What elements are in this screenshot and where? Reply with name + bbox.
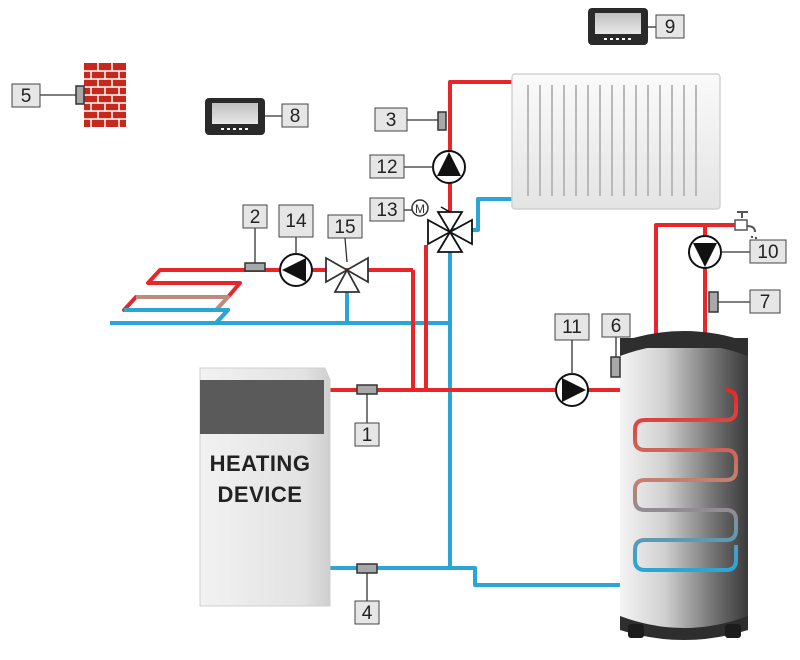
sensor-2-floor bbox=[244, 262, 266, 272]
outdoor-wall-brick bbox=[84, 63, 126, 127]
mixing-valve-13 bbox=[427, 206, 473, 253]
pump-14 bbox=[279, 253, 313, 287]
svg-text:8: 8 bbox=[290, 106, 301, 127]
floor-loop-lower bbox=[110, 308, 230, 325]
sensor-4-return bbox=[356, 563, 378, 574]
tank-coil bbox=[633, 388, 738, 572]
label-11: 11 bbox=[554, 313, 590, 341]
svg-text:12: 12 bbox=[376, 157, 397, 178]
svg-text:7: 7 bbox=[760, 292, 771, 313]
label-1: 1 bbox=[354, 422, 380, 447]
sensor-3-radiator bbox=[437, 111, 447, 131]
label-15: 15 bbox=[327, 214, 363, 239]
label-14: 14 bbox=[278, 204, 314, 238]
dhw-tank bbox=[620, 331, 748, 640]
label-5: 5 bbox=[11, 83, 41, 108]
sensor-6-tank bbox=[610, 356, 621, 378]
label-6: 6 bbox=[601, 313, 631, 338]
sensor-7-circulation bbox=[708, 291, 719, 313]
pump-11 bbox=[555, 373, 589, 407]
svg-text:14: 14 bbox=[285, 211, 307, 232]
label-10: 10 bbox=[749, 239, 787, 264]
leader-lines bbox=[40, 26, 750, 601]
three-way-valve-15 bbox=[325, 256, 369, 293]
water-tap-icon bbox=[734, 211, 758, 240]
room-panel-9 bbox=[588, 8, 648, 45]
svg-text:6: 6 bbox=[611, 316, 622, 337]
actuator-symbol: M bbox=[415, 202, 425, 216]
svg-text:5: 5 bbox=[21, 86, 32, 107]
pump-10 bbox=[688, 235, 722, 269]
sensor-1-supply bbox=[356, 384, 378, 395]
svg-text:3: 3 bbox=[386, 110, 397, 131]
label-3: 3 bbox=[374, 107, 408, 132]
label-13: 13 bbox=[369, 197, 405, 222]
heating-device: HEATING DEVICE bbox=[199, 367, 331, 607]
radiator bbox=[511, 73, 721, 210]
svg-text:4: 4 bbox=[362, 603, 373, 624]
sensor-5-outdoor bbox=[75, 85, 85, 105]
svg-text:10: 10 bbox=[757, 242, 778, 263]
svg-text:13: 13 bbox=[376, 200, 397, 221]
label-12: 12 bbox=[369, 154, 405, 179]
svg-text:9: 9 bbox=[665, 17, 676, 38]
svg-text:2: 2 bbox=[250, 207, 261, 228]
pump-12 bbox=[432, 150, 466, 184]
svg-text:1: 1 bbox=[362, 425, 373, 446]
label-9: 9 bbox=[655, 14, 685, 39]
svg-text:15: 15 bbox=[334, 217, 355, 238]
svg-text:11: 11 bbox=[562, 317, 582, 338]
label-7: 7 bbox=[749, 289, 781, 314]
room-panel-8 bbox=[205, 98, 265, 135]
dhw-hot-pipe bbox=[654, 223, 735, 338]
label-8: 8 bbox=[281, 103, 309, 128]
radiator-supply-pipe bbox=[448, 80, 512, 212]
motor-actuator-icon: M bbox=[411, 199, 429, 217]
number-labels: 1 2 3 4 5 6 7 8 9 10 11 12 13 14 15 bbox=[11, 14, 787, 625]
floor-heating-loops bbox=[110, 268, 242, 325]
label-2: 2 bbox=[242, 204, 268, 229]
heating-device-line1: HEATING bbox=[210, 451, 311, 476]
label-4: 4 bbox=[354, 600, 380, 625]
heating-device-line2: DEVICE bbox=[218, 482, 303, 507]
